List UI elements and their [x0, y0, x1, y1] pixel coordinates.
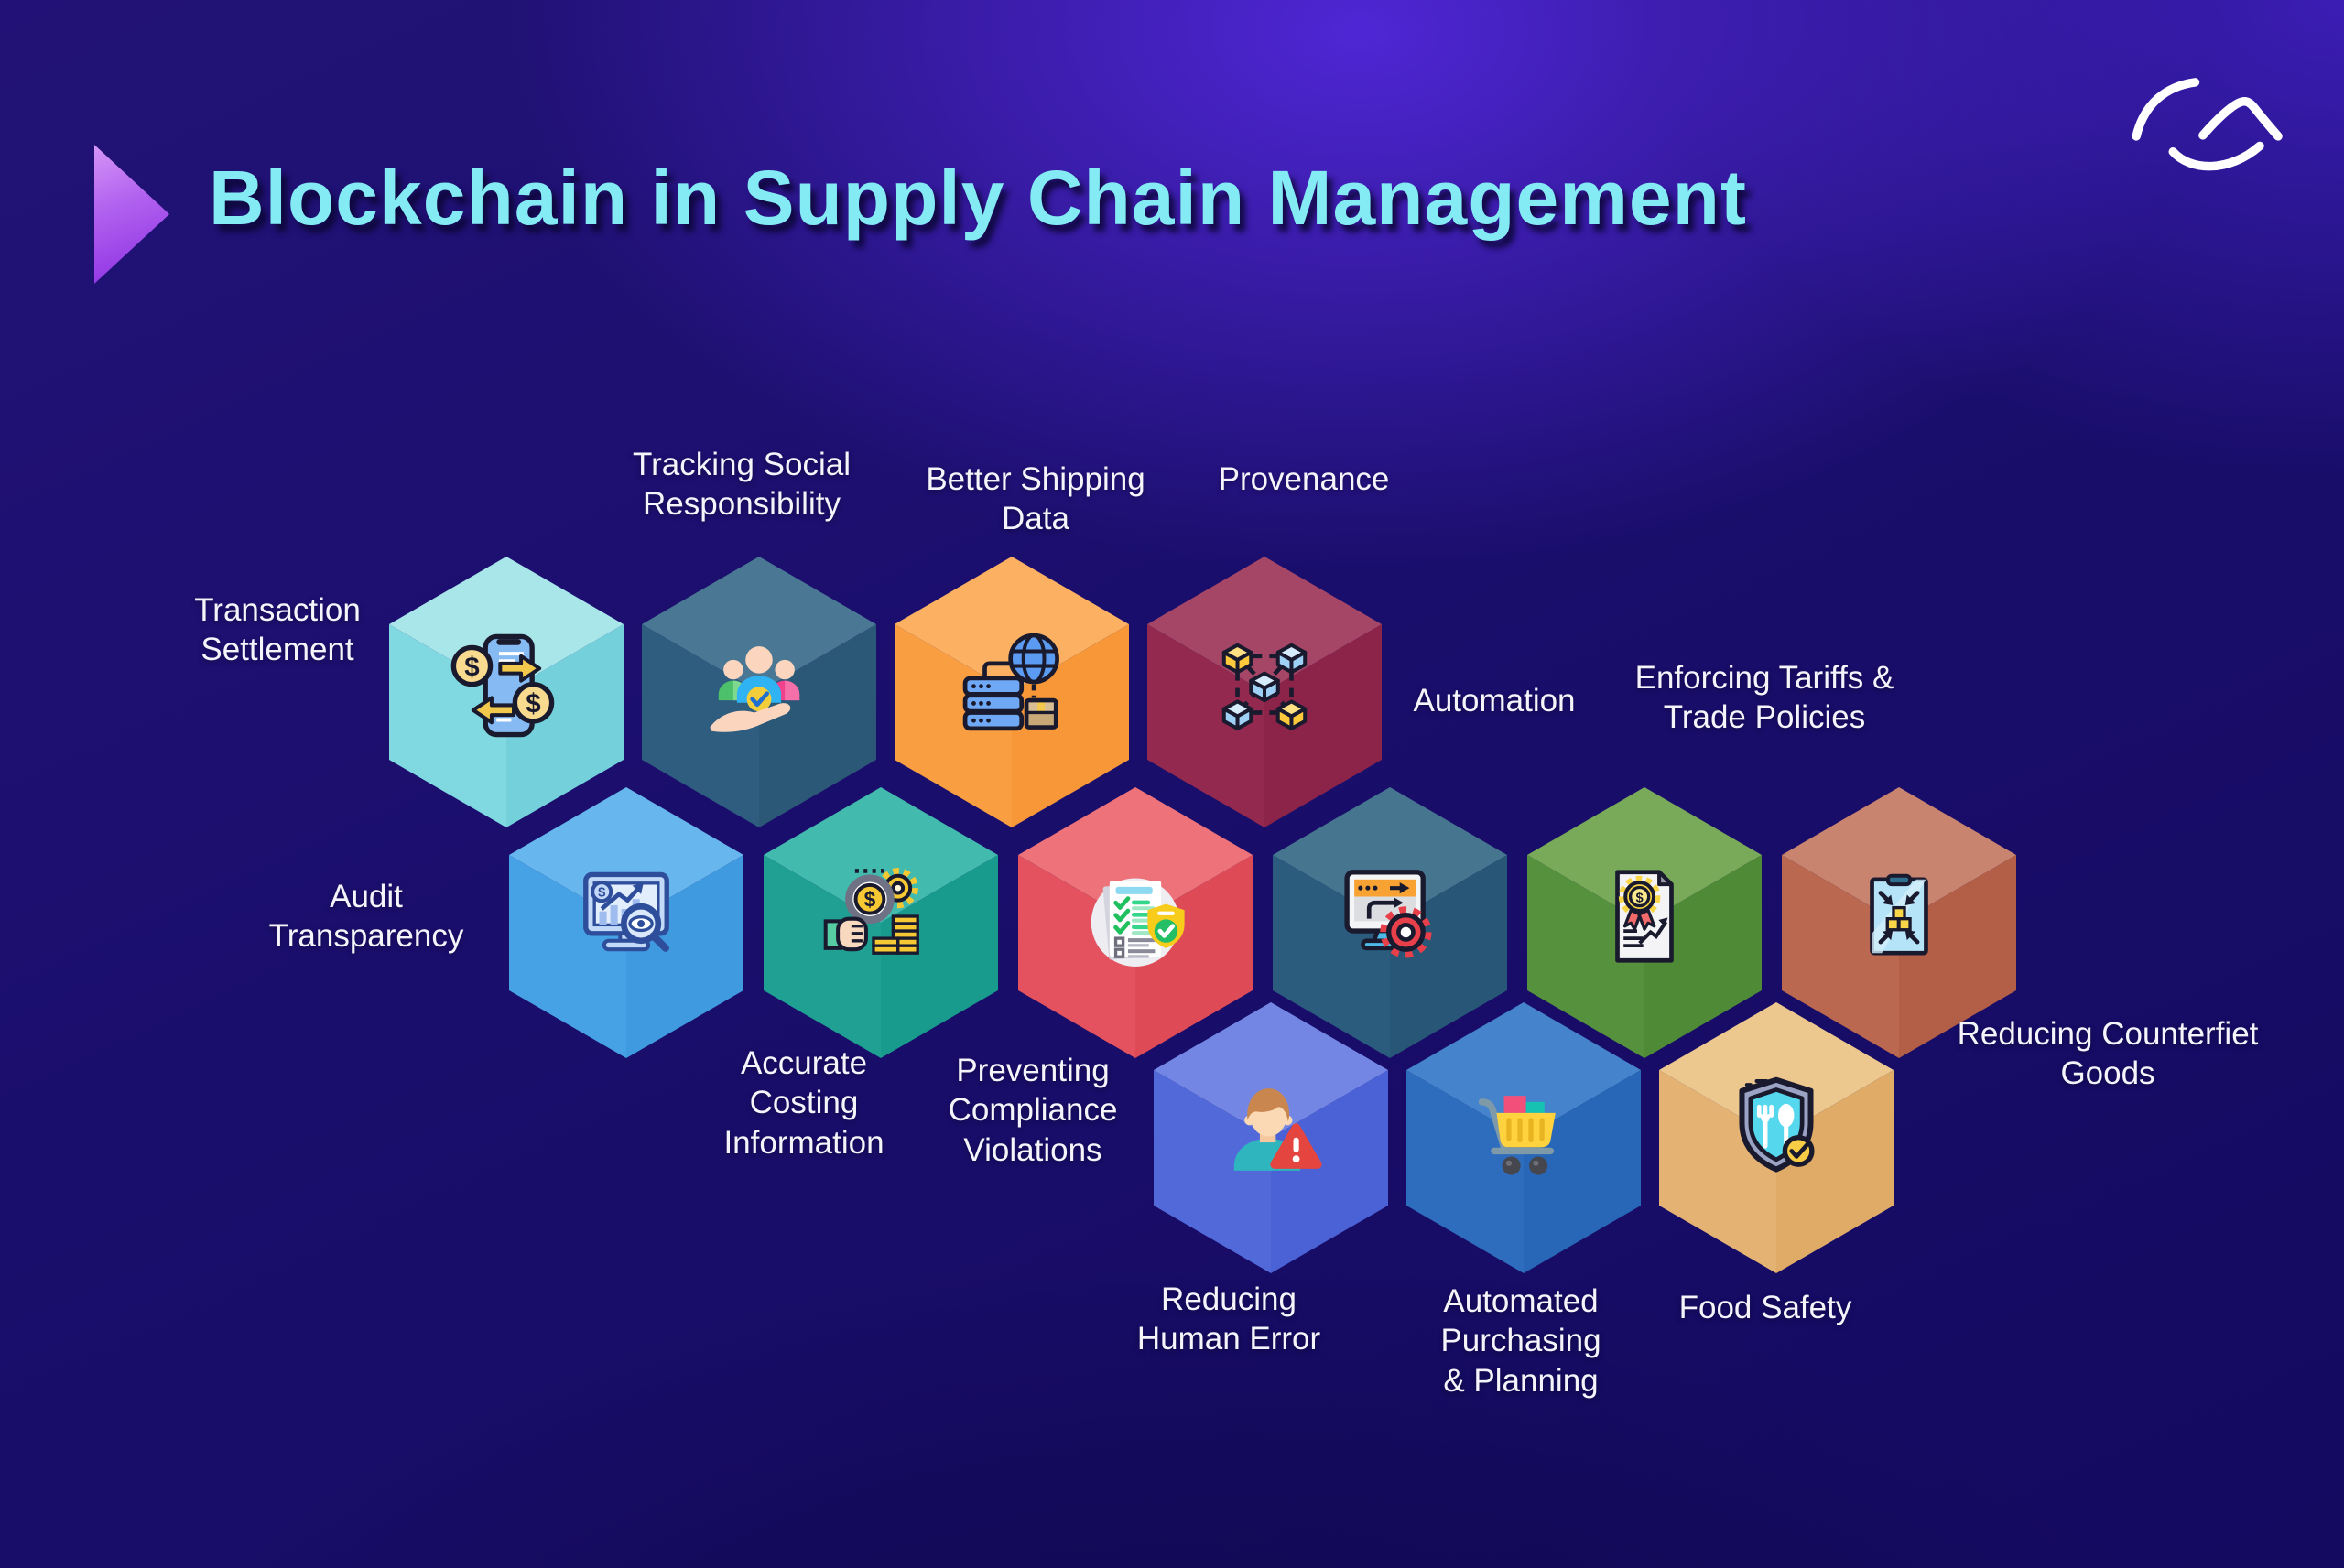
hex-transaction-settlement: $ $ [389, 557, 624, 827]
social-responsibility-icon [698, 624, 820, 747]
purchasing-cart-icon [1462, 1070, 1585, 1193]
human-error-icon [1210, 1070, 1332, 1193]
hex-audit-transparency: $ [509, 787, 743, 1058]
audit-monitor-icon: $ [565, 855, 688, 978]
tariff-certificate-icon: $ [1583, 855, 1706, 978]
svg-text:$: $ [1636, 892, 1644, 906]
automation-monitor-icon [1329, 855, 1451, 978]
brand-swoosh-logo-icon [2121, 48, 2308, 192]
hex-preventing-compliance-violations [1018, 787, 1253, 1058]
food-safety-icon [1715, 1070, 1838, 1193]
compliance-checklist-icon [1074, 855, 1197, 978]
money-transfer-icon: $ $ [445, 624, 568, 747]
page-title: Blockchain in Supply Chain Management [209, 155, 1747, 241]
title-arrow-icon [94, 145, 169, 284]
hex-automated-purchasing-planning [1406, 1002, 1641, 1273]
svg-text:$: $ [864, 887, 876, 911]
hex-tracking-social-responsibility [642, 557, 876, 827]
hex-automation [1273, 787, 1507, 1058]
label-automation: Automation [1413, 683, 1576, 719]
hex-provenance [1147, 557, 1382, 827]
costing-icon: $ [819, 855, 942, 978]
anti-counterfeit-icon [1838, 855, 1960, 978]
shipping-data-icon [950, 624, 1073, 747]
svg-text:$: $ [526, 688, 540, 719]
hex-enforcing-tariffs-trade-policies: $ [1527, 787, 1762, 1058]
label-provenance: Provenance [1218, 461, 1390, 497]
label-enforcing-tariffs-trade-policies: Enforcing Tariffs &Trade Policies [1634, 660, 1894, 736]
hex-reducing-counterfiet-goods [1782, 787, 2016, 1058]
svg-text:$: $ [464, 652, 479, 682]
hex-better-shipping-data [895, 557, 1129, 827]
hex-food-safety [1659, 1002, 1894, 1273]
hex-accurate-costing-information: $ [764, 787, 998, 1058]
hex-reducing-human-error [1154, 1002, 1388, 1273]
svg-text:$: $ [598, 886, 605, 901]
blockchain-network-icon [1203, 624, 1326, 747]
label-food-safety: Food Safety [1678, 1290, 1852, 1325]
